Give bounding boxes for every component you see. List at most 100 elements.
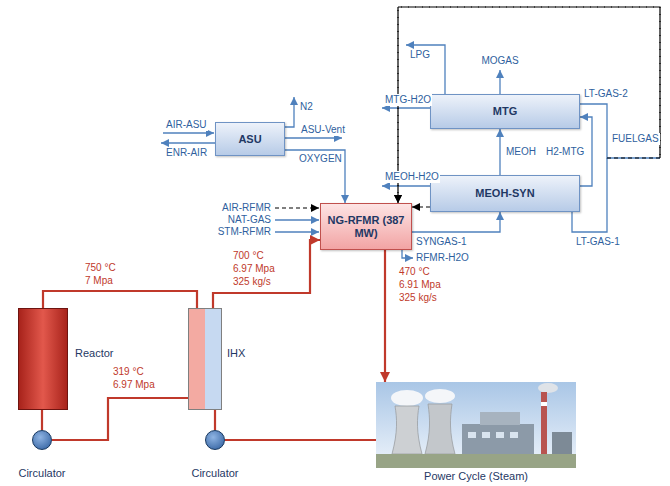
flow-line xyxy=(384,250,386,382)
stream-label: LT-GAS-2 xyxy=(583,88,629,100)
node-label: Circulator xyxy=(18,467,65,480)
flow-line xyxy=(41,410,43,430)
annex xyxy=(552,432,572,454)
stream-label: AIR-RFMR xyxy=(221,202,272,214)
stream-arrow xyxy=(275,219,319,220)
stream-arrows xyxy=(161,45,500,258)
flow-connector xyxy=(398,7,660,232)
stream-label: NAT-GAS xyxy=(227,214,272,226)
condition-label: 6.97 Mpa xyxy=(112,379,156,391)
window xyxy=(496,432,504,438)
steam-cloud xyxy=(391,390,423,406)
node-title: NG-RFMR (387 MW) xyxy=(327,214,405,240)
stream-label: OXYGEN xyxy=(298,153,343,165)
stream-label: LT-GAS-1 xyxy=(575,236,621,248)
flow-connector xyxy=(385,250,386,382)
node-title: MTG xyxy=(493,105,517,118)
flow-connector xyxy=(412,212,500,232)
ground xyxy=(376,454,576,468)
stream-label: MEOH xyxy=(505,146,537,158)
stream-label: MOGAS xyxy=(480,55,519,67)
stream-label: FUELGAS xyxy=(611,133,660,145)
condition-label: 7 Mpa xyxy=(84,275,114,287)
window xyxy=(510,432,518,438)
flow-line xyxy=(499,129,500,175)
stream-label: AIR-ASU xyxy=(165,119,208,131)
stream-label: N2 xyxy=(299,101,314,113)
flow-line xyxy=(225,439,376,441)
boiler-house xyxy=(480,412,520,425)
node-label: IHX xyxy=(227,347,245,360)
condition-label: 6.91 Mpa xyxy=(398,279,442,291)
stack-band xyxy=(541,402,547,406)
stream-arrow xyxy=(382,185,430,186)
condition-label: 319 °C xyxy=(112,366,145,378)
flow-connector xyxy=(215,410,216,430)
circulator-symbol: Circulator xyxy=(32,430,52,450)
stream-label: MEOH-H2O xyxy=(384,171,440,183)
condition-label: 750 °C xyxy=(84,262,117,274)
flow-connector xyxy=(285,150,345,203)
stream-arrow xyxy=(406,45,445,94)
stream-arrow xyxy=(285,137,342,138)
window xyxy=(482,432,490,438)
dashed-stream-arrow xyxy=(275,207,319,208)
circulator-symbol: Circulator xyxy=(205,430,225,450)
heat-exchanger: IHX xyxy=(188,308,222,410)
reformer-box: NG-RFMR (387 MW) xyxy=(320,203,412,250)
condition-label: 700 °C xyxy=(232,250,265,262)
reactor-vessel: Reactor xyxy=(18,308,68,410)
flow-connector xyxy=(52,398,188,440)
stream-arrow xyxy=(163,132,214,133)
flow-connector xyxy=(213,240,320,308)
node-title: ASU xyxy=(238,133,261,146)
turbine-hall xyxy=(462,424,534,454)
flow-line xyxy=(285,150,345,203)
stream-arrow xyxy=(382,107,430,108)
flow-line xyxy=(52,398,188,440)
condition-label: 6.97 Mpa xyxy=(232,263,276,275)
flow-line xyxy=(580,104,660,158)
flow-line xyxy=(412,206,430,207)
stream-label: MTG-H2O xyxy=(384,94,432,106)
node-title: MEOH-SYN xyxy=(475,187,534,200)
sky xyxy=(376,382,576,468)
steam-cloud xyxy=(425,389,455,403)
smoke xyxy=(538,383,558,393)
process-box: MTG xyxy=(430,94,580,129)
stream-arrow xyxy=(499,70,500,94)
stream-label: LPG xyxy=(409,49,431,61)
power-cycle: Power Cycle (Steam) xyxy=(376,382,576,468)
flow-line xyxy=(412,212,500,232)
stack xyxy=(541,392,547,454)
stream-label: H2-MTG xyxy=(545,146,585,158)
stream-label: STM-RFMR xyxy=(217,226,272,238)
flow-connector xyxy=(225,440,376,441)
stream-arrow xyxy=(402,250,413,258)
flow-line xyxy=(214,410,216,430)
power-plant-illustration xyxy=(376,382,576,468)
process-box: ASU xyxy=(215,122,285,156)
cooling-tower xyxy=(425,404,455,454)
node-label: Reactor xyxy=(75,347,114,360)
flow-connector xyxy=(412,207,430,208)
condition-label: 325 kg/s xyxy=(398,292,438,304)
condition-label: 325 kg/s xyxy=(232,276,272,288)
stream-arrow xyxy=(275,231,319,232)
cooling-tower xyxy=(392,406,422,454)
flow-connector xyxy=(43,291,197,308)
node-label: Power Cycle (Steam) xyxy=(424,470,528,483)
window xyxy=(468,432,476,438)
stream-label: ASU-Vent xyxy=(300,124,346,136)
stream-label: SYNGAS-1 xyxy=(415,236,468,248)
stream-label: ENR-AIR xyxy=(165,147,208,159)
stream-arrow xyxy=(285,97,294,127)
process-box: MEOH-SYN xyxy=(430,175,580,212)
flow-line xyxy=(213,240,320,308)
stream-arrow xyxy=(161,142,215,143)
flow-connector xyxy=(42,410,43,430)
condition-label: 470 °C xyxy=(398,266,431,278)
node-label: Circulator xyxy=(191,467,238,480)
